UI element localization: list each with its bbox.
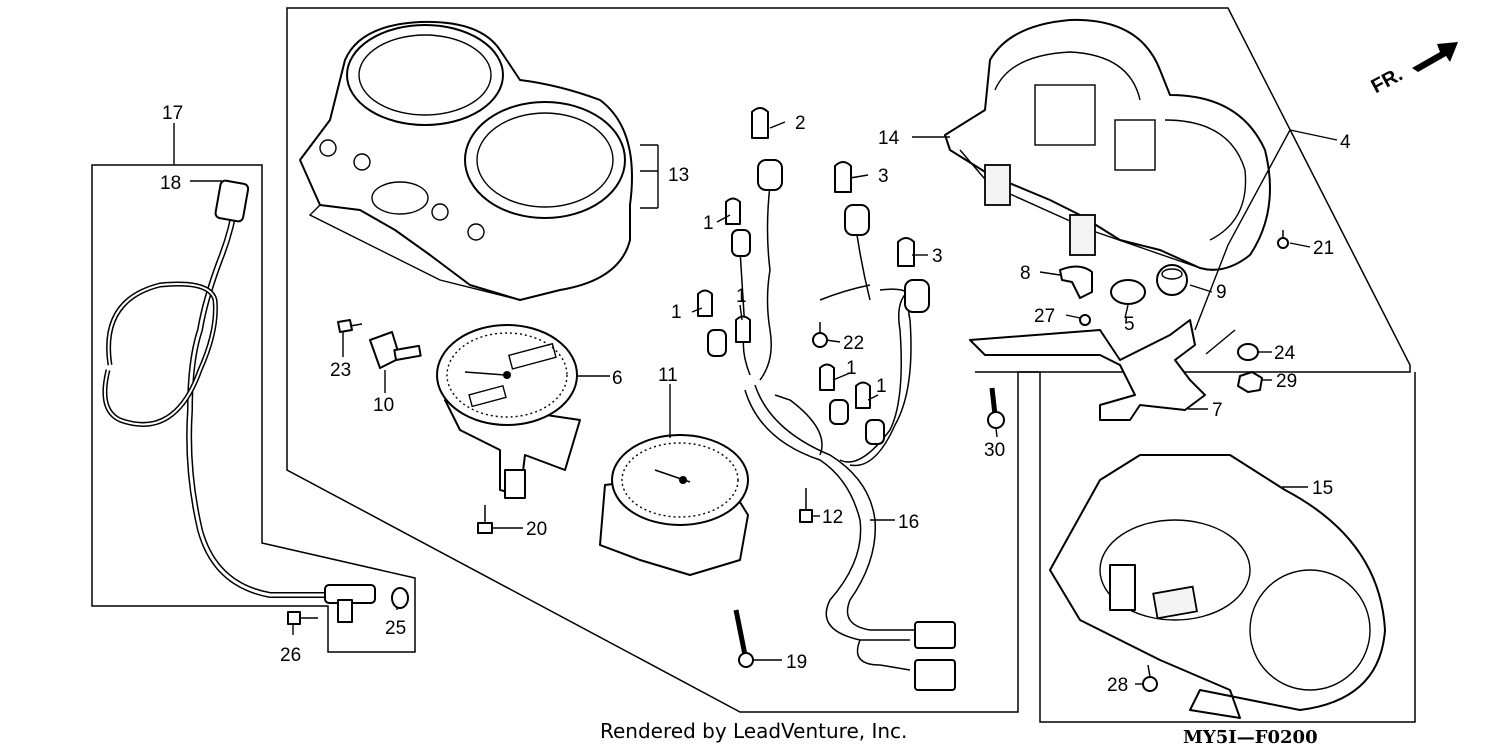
direction-label: FR. — [1368, 63, 1407, 98]
callout-19: 19 — [786, 652, 807, 673]
callout-20: 20 — [526, 519, 547, 540]
diagram-code: MY5I—F0200 — [1183, 727, 1318, 748]
callout-5: 5 — [1124, 314, 1135, 335]
callout-9: 9 — [1216, 282, 1227, 303]
callout-labels: 2 3 3 1 1 1 1 1 4 5 6 7 8 9 10 11 12 13 … — [160, 103, 1351, 696]
cable-group-outline — [91, 164, 416, 653]
callout-30: 30 — [984, 440, 1005, 461]
callout-27: 27 — [1034, 306, 1055, 327]
callout-1a: 1 — [703, 213, 714, 234]
callout-2: 2 — [795, 113, 806, 134]
callout-1c: 1 — [736, 286, 747, 307]
callout-8: 8 — [1020, 263, 1031, 284]
leader-lines — [173, 121, 1338, 685]
callout-1e: 1 — [876, 376, 887, 397]
callout-28: 28 — [1107, 675, 1128, 696]
tachometer — [436, 324, 581, 499]
meter-case-lower — [944, 18, 1271, 271]
callout-21: 21 — [1313, 238, 1334, 259]
callout-4: 4 — [1340, 132, 1351, 153]
callout-1b: 1 — [671, 302, 682, 323]
callout-13: 13 — [668, 165, 689, 186]
callout-7: 7 — [1212, 400, 1223, 421]
callout-3b: 3 — [932, 246, 943, 267]
callout-1d: 1 — [846, 358, 857, 379]
speedometer — [599, 434, 749, 576]
callout-25: 25 — [385, 618, 406, 639]
callout-15: 15 — [1312, 478, 1333, 499]
small-parts — [287, 230, 1289, 692]
bulbs — [697, 107, 915, 409]
callout-23: 23 — [330, 360, 351, 381]
callout-22: 22 — [843, 333, 864, 354]
callout-3a: 3 — [878, 166, 889, 187]
visor-group-outline — [975, 371, 1416, 723]
footer-credit: Rendered by LeadVenture, Inc. — [600, 719, 907, 743]
callout-29: 29 — [1276, 371, 1297, 392]
meter-visor — [1049, 454, 1386, 719]
callout-10: 10 — [373, 395, 394, 416]
speedometer-cable — [102, 179, 376, 623]
callout-12: 12 — [822, 507, 843, 528]
wire-harness — [707, 159, 956, 691]
callout-18: 18 — [160, 173, 181, 194]
callout-24: 24 — [1274, 343, 1296, 364]
front-direction-arrow: FR. — [1368, 42, 1458, 98]
meter-bracket — [969, 319, 1206, 421]
meter-case-upper — [299, 20, 633, 301]
callout-14: 14 — [878, 128, 900, 149]
callout-16: 16 — [898, 512, 919, 533]
callout-11: 11 — [658, 365, 678, 386]
callout-26: 26 — [280, 645, 301, 666]
callout-6: 6 — [612, 368, 623, 389]
callout-17: 17 — [162, 103, 183, 124]
